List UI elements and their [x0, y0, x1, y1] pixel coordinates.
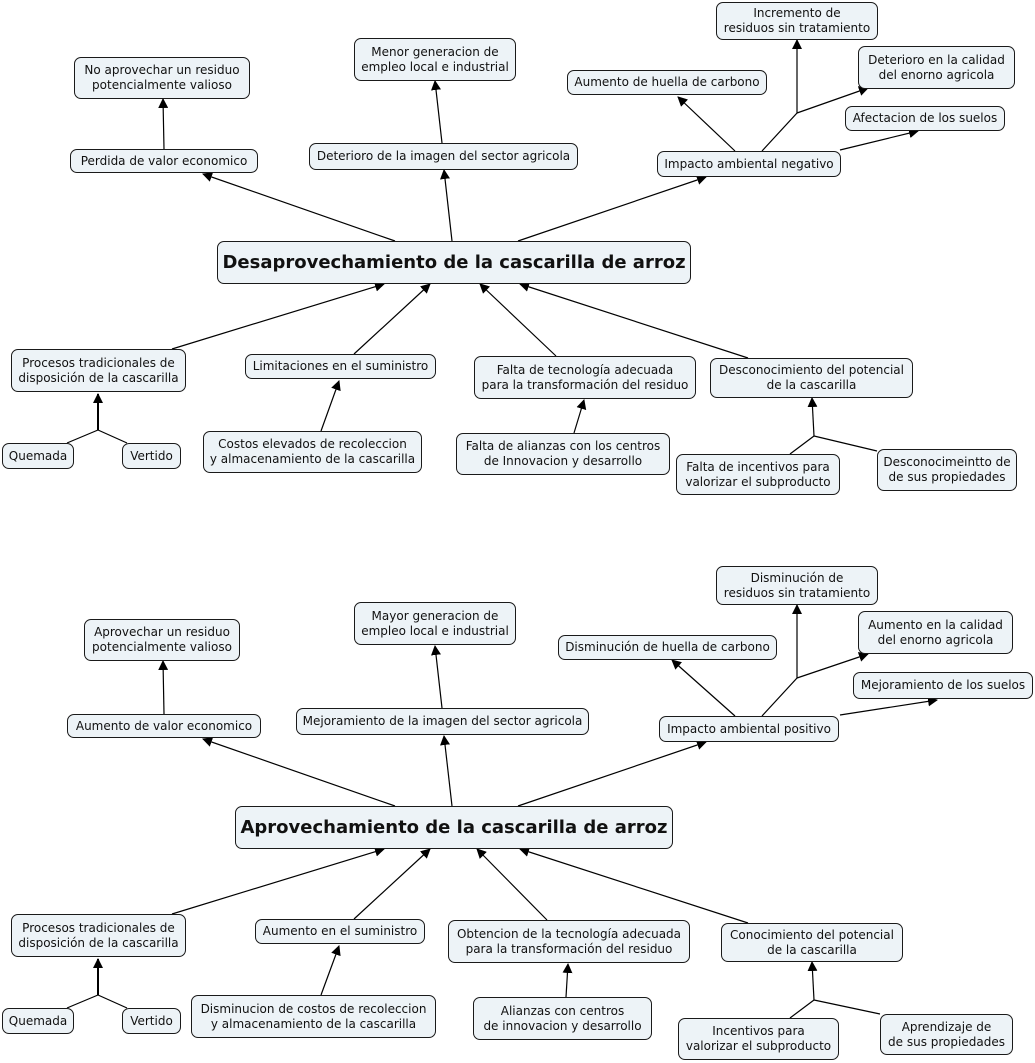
cause-disminucion-costos[interactable]: Disminucion de costos de recoleccion y a…	[191, 995, 436, 1038]
effect-impacto-negativo[interactable]: Impacto ambiental negativo	[657, 151, 841, 177]
cause-incentivos[interactable]: Incentivos para valorizar el subproducto	[678, 1018, 839, 1060]
cause-falta-alianzas[interactable]: Falta de alianzas con los centros de Inn…	[456, 433, 670, 475]
cause-quemada-obj[interactable]: Quemada	[2, 1008, 74, 1034]
effect-afectacion-suelos[interactable]: Afectacion de los suelos	[845, 106, 1005, 131]
cause-falta-incentivos[interactable]: Falta de incentivos para valorizar el su…	[676, 454, 840, 495]
cause-procesos-tradicionales[interactable]: Procesos tradicionales de disposición de…	[11, 349, 186, 392]
cause-procesos-tradicionales-obj[interactable]: Procesos tradicionales de disposición de…	[11, 914, 186, 957]
effect-aumento-valor[interactable]: Aumento de valor economico	[67, 714, 261, 738]
effect-disminucion-residuos[interactable]: Disminución de residuos sin tratamiento	[716, 566, 878, 605]
cause-desconocimiento-propiedades[interactable]: Desconocimeintto de de sus propiedades	[877, 449, 1017, 491]
effect-aprovechar-residuo[interactable]: Aprovechar un residuo potencialmente val…	[84, 619, 240, 661]
cause-falta-tecnologia[interactable]: Falta de tecnología adecuada para la tra…	[474, 356, 696, 399]
cause-vertido-obj[interactable]: Vertido	[122, 1008, 181, 1034]
effect-mejoramiento-imagen[interactable]: Mejoramiento de la imagen del sector agr…	[296, 708, 589, 735]
cause-costos-elevados[interactable]: Costos elevados de recoleccion y almacen…	[203, 431, 422, 473]
cause-desconocimiento-potencial[interactable]: Desconocimiento del potencial de la casc…	[710, 358, 913, 398]
cause-limitaciones-suministro[interactable]: Limitaciones en el suministro	[245, 354, 436, 379]
cause-alianzas[interactable]: Alianzas con centros de innovacion y des…	[473, 997, 652, 1040]
effect-deterioro-imagen[interactable]: Deterioro de la imagen del sector agrico…	[309, 143, 578, 170]
effect-deterioro-calidad[interactable]: Deterioro en la calidad del enorno agric…	[858, 46, 1015, 89]
cause-aprendizaje-propiedades[interactable]: Aprendizaje de de sus propiedades	[880, 1014, 1013, 1055]
effect-perdida-valor[interactable]: Perdida de valor economico	[70, 149, 258, 173]
cause-obtencion-tecnologia[interactable]: Obtencion de la tecnología adecuada para…	[448, 920, 690, 963]
problem-root-node[interactable]: Desaprovechamiento de la cascarilla de a…	[217, 241, 691, 284]
cause-quemada[interactable]: Quemada	[2, 443, 74, 469]
effect-disminucion-huella[interactable]: Disminución de huella de carbono	[558, 635, 777, 660]
effect-mejoramiento-suelos[interactable]: Mejoramiento de los suelos	[853, 672, 1033, 699]
cause-aumento-suministro[interactable]: Aumento en el suministro	[255, 919, 425, 944]
effect-no-aprovechar[interactable]: No aprovechar un residuo potencialmente …	[74, 57, 250, 99]
cause-vertido[interactable]: Vertido	[122, 443, 181, 469]
effect-incremento-residuos[interactable]: Incremento de residuos sin tratamiento	[716, 2, 878, 40]
effect-aumento-huella[interactable]: Aumento de huella de carbono	[567, 70, 767, 95]
objective-root-node[interactable]: Aprovechamiento de la cascarilla de arro…	[235, 806, 673, 849]
effect-mayor-empleo[interactable]: Mayor generacion de empleo local e indus…	[354, 602, 516, 645]
cause-conocimiento-potencial[interactable]: Conocimiento del potencial de la cascari…	[721, 923, 903, 962]
effect-impacto-positivo[interactable]: Impacto ambiental positivo	[659, 716, 839, 742]
effect-menor-empleo[interactable]: Menor generacion de empleo local e indus…	[354, 38, 516, 81]
effect-aumento-calidad[interactable]: Aumento en la calidad del enorno agricol…	[858, 611, 1013, 654]
